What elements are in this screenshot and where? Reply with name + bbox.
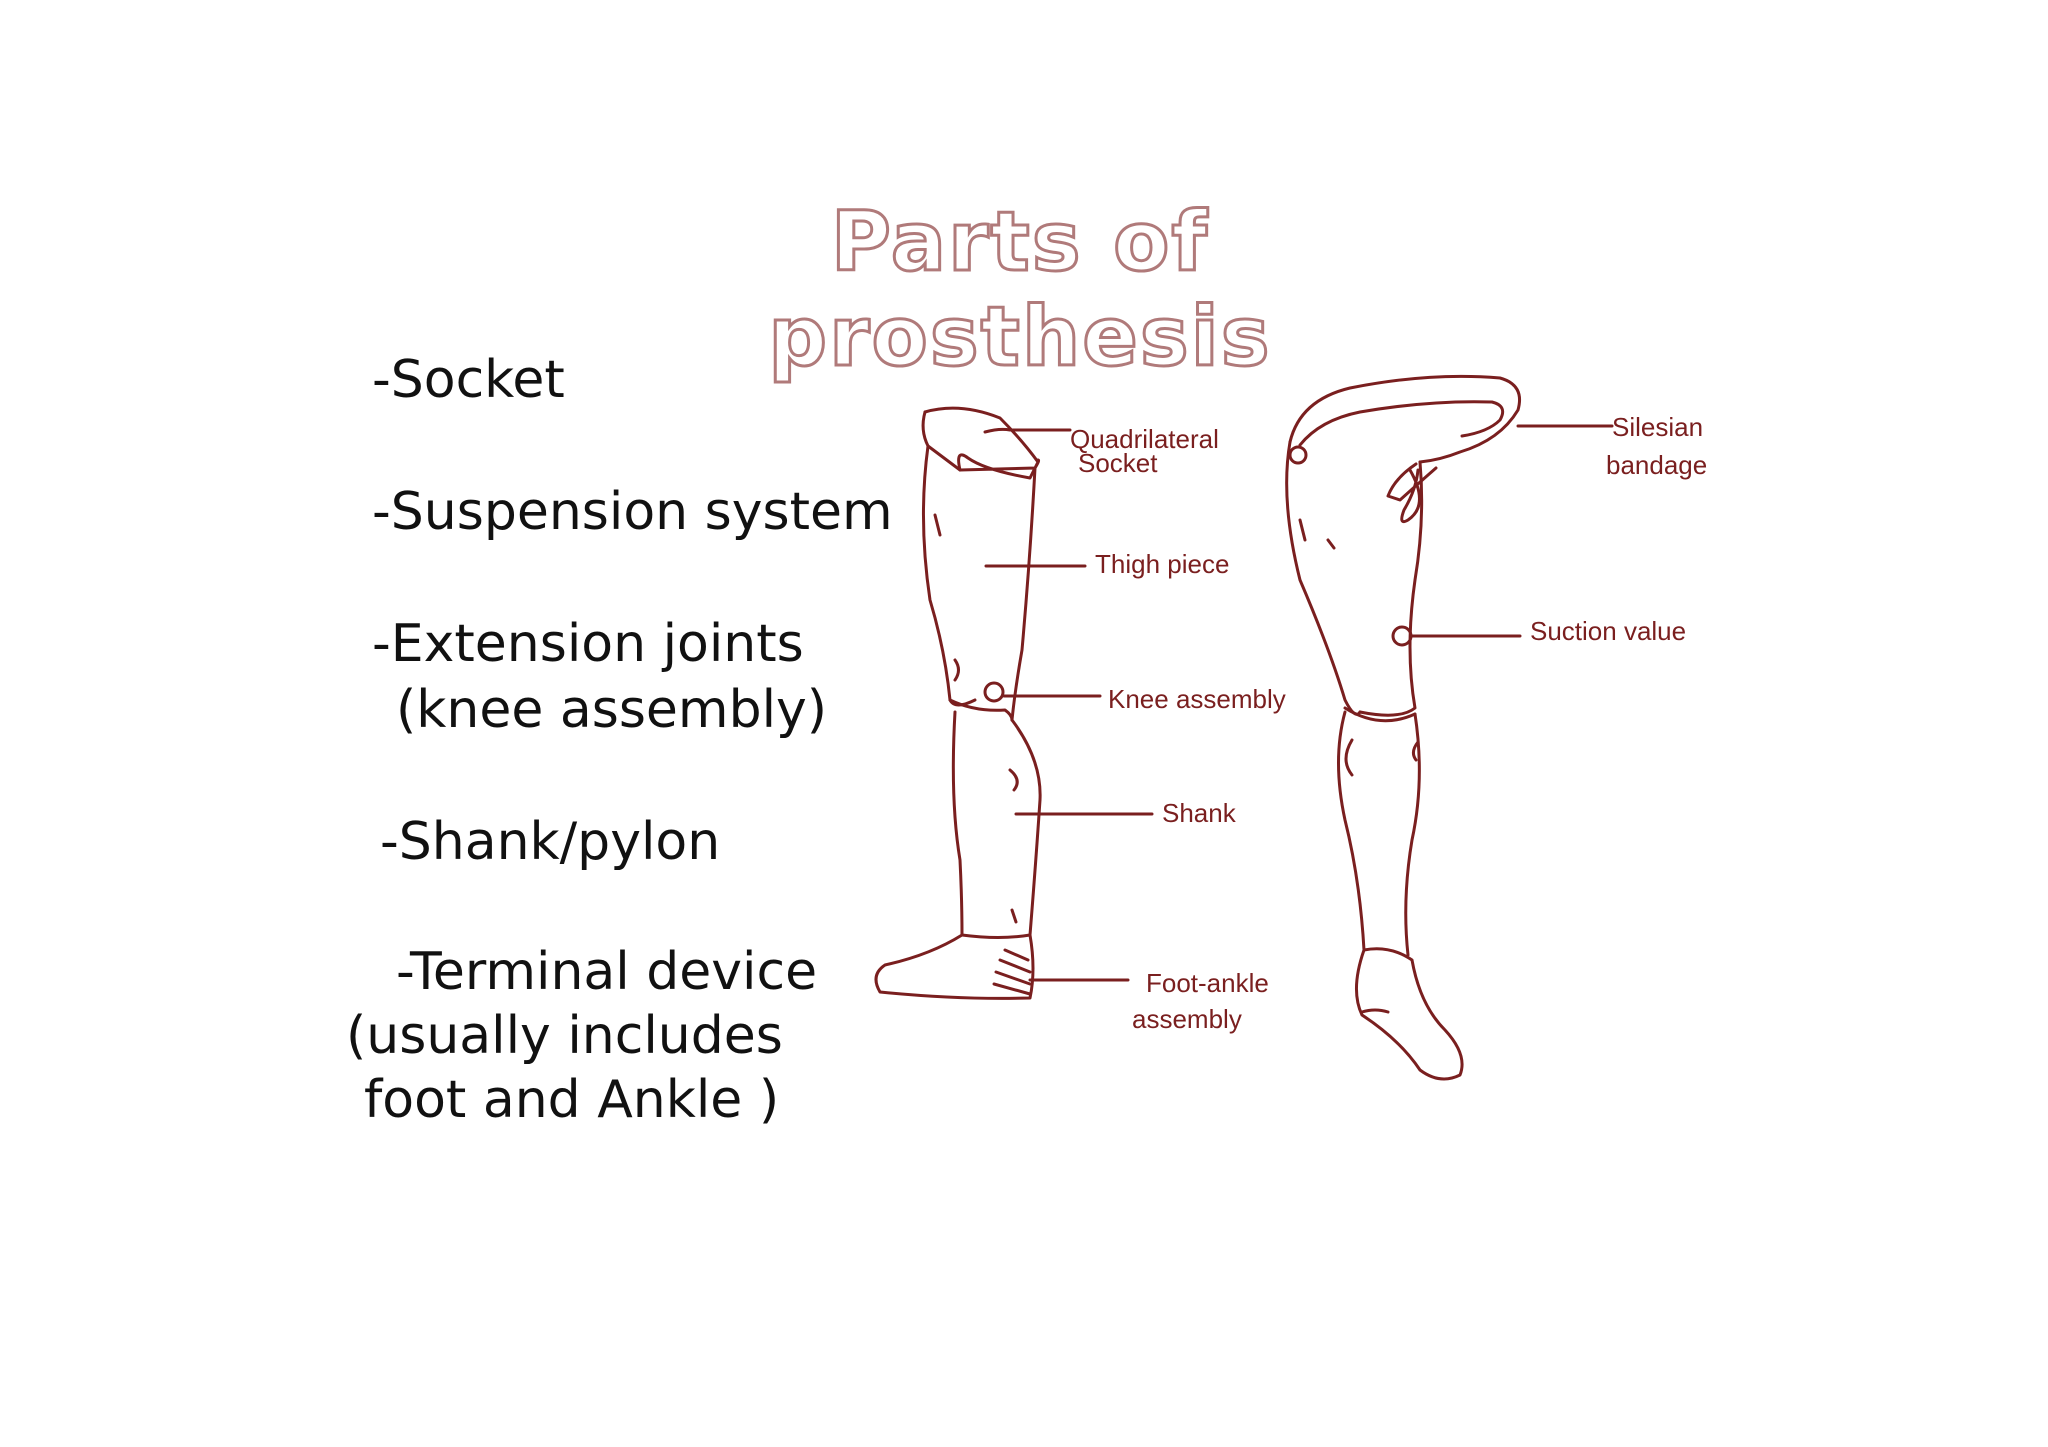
label-knee-assembly: Knee assembly bbox=[1108, 684, 1286, 714]
list-item-suspension-system: -Suspension system bbox=[372, 482, 893, 542]
left-shank-shape bbox=[951, 710, 964, 937]
right-foot-shape bbox=[1354, 947, 1464, 1081]
list-item-knee-assembly-note: (knee assembly) bbox=[396, 680, 828, 740]
left-prosthesis-drawing bbox=[874, 406, 1154, 1000]
left-socket-shape bbox=[923, 406, 1041, 480]
label-foot-ankle: Foot-ankle bbox=[1146, 968, 1269, 998]
list-item-terminal-device: -Terminal device bbox=[396, 942, 818, 1002]
slide-title: Parts of prosthesis bbox=[767, 194, 1272, 387]
silesian-bandage-shape bbox=[1288, 374, 1521, 464]
list-item-shank-pylon: -Shank/pylon bbox=[380, 812, 721, 872]
label-foot-ankle-assembly: assembly bbox=[1132, 1004, 1242, 1034]
list-item-usually-includes: (usually includes bbox=[346, 1006, 783, 1066]
suction-valve bbox=[1391, 625, 1413, 647]
label-bandage: bandage bbox=[1606, 450, 1707, 480]
label-quadrilateral: Quadrilateral bbox=[1070, 424, 1219, 454]
list-item-socket: -Socket bbox=[372, 350, 565, 410]
right-thigh-shape bbox=[1285, 440, 1362, 716]
right-prosthesis-drawing bbox=[1285, 374, 1614, 1081]
left-leader-socket bbox=[983, 427, 1072, 434]
list-item-foot-and-ankle: foot and Ankle ) bbox=[364, 1070, 780, 1130]
label-shank: Shank bbox=[1162, 798, 1237, 828]
left-knee-joint bbox=[983, 681, 1005, 703]
left-thigh-shape bbox=[921, 444, 977, 707]
list-item-extension-joints: -Extension joints bbox=[372, 614, 804, 674]
label-suction-value: Suction value bbox=[1530, 616, 1686, 646]
right-shank-shape bbox=[1337, 710, 1366, 952]
label-silesian: Silesian bbox=[1612, 412, 1703, 442]
label-thigh-piece: Thigh piece bbox=[1095, 549, 1229, 579]
bandage-buckle bbox=[1386, 462, 1438, 524]
label-socket: Socket bbox=[1078, 448, 1158, 478]
left-foot-shape bbox=[874, 933, 1035, 1000]
